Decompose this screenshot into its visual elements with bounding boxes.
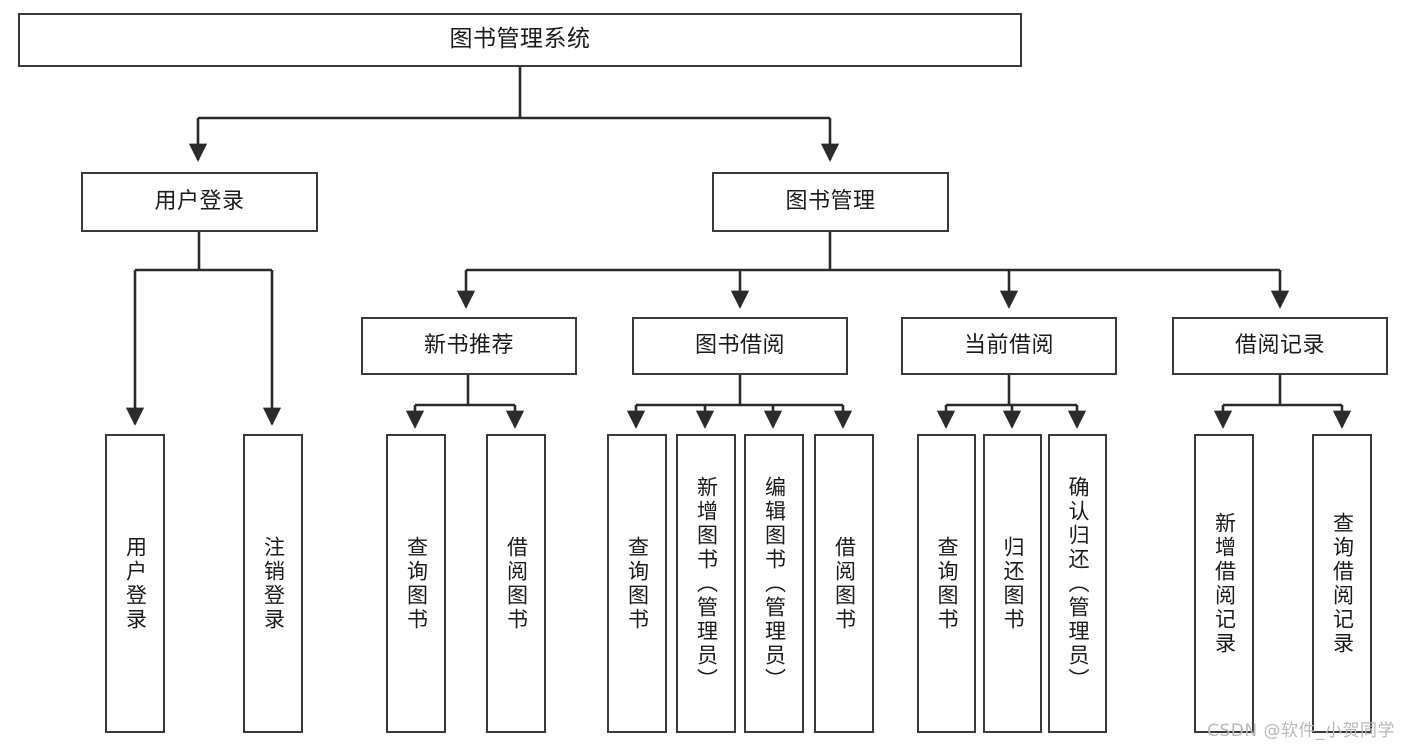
node-current-borrow[interactable]: 当前借阅 xyxy=(901,317,1117,375)
node-book-manage[interactable]: 图书管理 xyxy=(712,172,949,232)
node-leaf-query-book-2[interactable]: 查询图书 xyxy=(607,434,667,733)
node-leaf-query-borrow-record[interactable]: 查询借阅记录 xyxy=(1312,434,1372,733)
node-root[interactable]: 图书管理系统 xyxy=(18,13,1022,67)
node-leaf-confirm-return-admin-label: 确认归还（管理员） xyxy=(1066,475,1090,692)
node-leaf-return-book-label: 归还图书 xyxy=(1001,535,1025,632)
node-new-book-recommend-label: 新书推荐 xyxy=(423,333,514,359)
node-borrow-record[interactable]: 借阅记录 xyxy=(1172,317,1388,375)
node-leaf-query-book-2-label: 查询图书 xyxy=(625,535,650,632)
node-leaf-confirm-return-admin[interactable]: 确认归还（管理员） xyxy=(1048,434,1107,733)
node-leaf-user-login-label: 用户登录 xyxy=(123,535,148,632)
node-leaf-add-book-admin-label: 新增图书（管理员） xyxy=(694,475,719,692)
node-leaf-borrow-book-2-label: 借阅图书 xyxy=(832,535,857,632)
node-user-login[interactable]: 用户登录 xyxy=(81,172,318,232)
node-leaf-borrow-book-2[interactable]: 借阅图书 xyxy=(814,434,874,733)
node-borrow-record-label: 借阅记录 xyxy=(1234,333,1325,359)
watermark-text: CSDN @软件_小贺同学 xyxy=(1207,721,1395,741)
node-leaf-query-book-3[interactable]: 查询图书 xyxy=(917,434,976,733)
node-leaf-borrow-book-1[interactable]: 借阅图书 xyxy=(486,434,546,733)
node-root-label: 图书管理系统 xyxy=(449,26,591,53)
node-leaf-logout-login-label: 注销登录 xyxy=(261,535,286,632)
node-leaf-edit-book-admin[interactable]: 编辑图书（管理员） xyxy=(744,434,804,733)
node-leaf-add-book-admin[interactable]: 新增图书（管理员） xyxy=(676,434,736,733)
node-leaf-edit-book-admin-label: 编辑图书（管理员） xyxy=(762,475,787,692)
node-leaf-query-book-1[interactable]: 查询图书 xyxy=(386,434,446,733)
node-new-book-recommend[interactable]: 新书推荐 xyxy=(361,317,577,375)
node-leaf-user-login[interactable]: 用户登录 xyxy=(105,434,165,733)
node-leaf-add-borrow-record[interactable]: 新增借阅记录 xyxy=(1194,434,1254,733)
node-leaf-query-book-3-label: 查询图书 xyxy=(935,535,959,632)
node-book-manage-label: 图书管理 xyxy=(785,189,876,215)
node-leaf-logout-login[interactable]: 注销登录 xyxy=(243,434,303,733)
node-leaf-query-book-1-label: 查询图书 xyxy=(404,535,429,632)
node-book-borrow-label: 图书借阅 xyxy=(694,333,785,359)
node-leaf-return-book[interactable]: 归还图书 xyxy=(983,434,1042,733)
node-leaf-borrow-book-1-label: 借阅图书 xyxy=(504,535,529,632)
node-leaf-add-borrow-record-label: 新增借阅记录 xyxy=(1212,511,1237,656)
node-current-borrow-label: 当前借阅 xyxy=(963,333,1054,359)
node-user-login-label: 用户登录 xyxy=(154,189,245,215)
node-book-borrow[interactable]: 图书借阅 xyxy=(632,317,848,375)
node-leaf-query-borrow-record-label: 查询借阅记录 xyxy=(1330,511,1355,656)
